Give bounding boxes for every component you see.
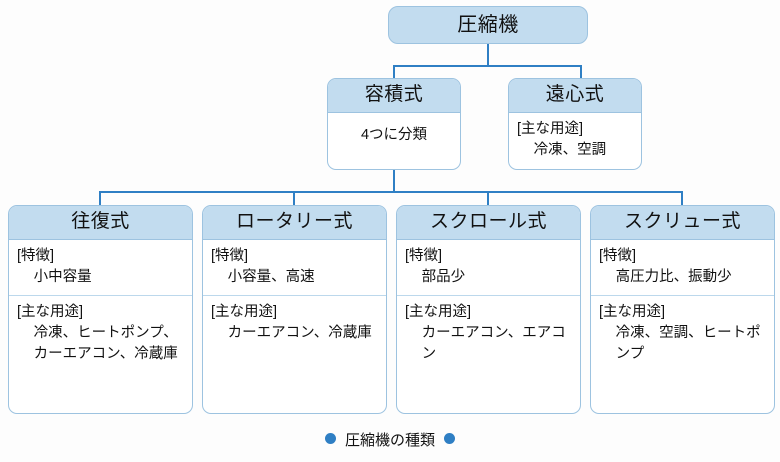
section-label: [主な用途] xyxy=(599,303,666,320)
node-title: ロータリー式 xyxy=(203,206,386,240)
node-screw[interactable]: スクリュー式 [特徴] 高圧力比、振動少 [主な用途] 冷凍、空調、ヒートポンプ xyxy=(590,205,775,414)
section-value: 小容量、高速 xyxy=(227,268,315,285)
section-value: カーエアコン、エアコン xyxy=(421,324,566,362)
section-label: [主な用途] xyxy=(405,303,472,320)
connector-level2-bus xyxy=(393,65,582,67)
caption-text: 圧縮機の種類 xyxy=(344,432,435,449)
node-centrifugal[interactable]: 遠心式 [主な用途] 冷凍、空調 xyxy=(508,78,642,170)
node-section-applications: [主な用途] カーエアコン、エアコン xyxy=(397,294,580,372)
node-section-features: [特徴] 小中容量 xyxy=(9,240,192,295)
node-title: スクロール式 xyxy=(397,206,580,240)
node-section-applications: [主な用途] 冷凍、ヒートポンプ、カーエアコン、冷蔵庫 xyxy=(9,294,192,372)
section-value: 部品少 xyxy=(421,268,466,285)
circle-bullet-icon-right xyxy=(444,433,455,444)
section-value: 冷凍、空調、ヒートポンプ xyxy=(615,324,761,362)
section-value: カーエアコン、冷蔵庫 xyxy=(227,324,372,341)
node-title: 往復式 xyxy=(9,206,192,240)
node-compressor-root[interactable]: 圧縮機 xyxy=(388,6,588,44)
section-label: [主な用途] xyxy=(517,120,584,137)
circle-bullet-icon-left xyxy=(324,433,336,444)
connector-drop-centrifugal xyxy=(580,65,582,79)
connector-drop-positive xyxy=(393,65,395,79)
node-reciprocating[interactable]: 往復式 [特徴] 小中容量 [主な用途] 冷凍、ヒートポンプ、カーエアコン、冷蔵… xyxy=(8,205,193,414)
node-section-features: [特徴] 部品少 xyxy=(397,240,580,295)
section-label: [主な用途] xyxy=(211,303,278,320)
section-value: 冷凍、ヒートポンプ、カーエアコン、冷蔵庫 xyxy=(33,324,178,362)
section-value: 小中容量 xyxy=(33,268,92,285)
connector-drop-rotary xyxy=(293,191,295,206)
connector-positive-stem xyxy=(393,170,395,192)
node-section-features: [特徴] 小容量、高速 xyxy=(203,240,386,295)
section-label: [特徴] xyxy=(405,247,443,264)
section-value: 4つに分類 xyxy=(360,126,428,143)
node-section-applications: [主な用途] 冷凍、空調、ヒートポンプ xyxy=(591,294,774,372)
node-rotary[interactable]: ロータリー式 [特徴] 小容量、高速 [主な用途] カーエアコン、冷蔵庫 xyxy=(202,205,387,414)
node-section-classification: 4つに分類 xyxy=(328,113,460,153)
connector-drop-recip xyxy=(99,191,101,206)
section-label: [特徴] xyxy=(599,247,637,264)
section-label: [特徴] xyxy=(17,247,55,264)
connector-level3-bus xyxy=(99,191,683,193)
connector-drop-scroll xyxy=(487,191,489,206)
connector-root-stem xyxy=(487,44,489,66)
node-section-applications: [主な用途] カーエアコン、冷蔵庫 xyxy=(203,294,386,351)
node-title: 圧縮機 xyxy=(457,14,519,36)
node-title: 容積式 xyxy=(328,79,460,113)
diagram-caption: 圧縮機の種類 xyxy=(0,429,780,450)
section-value: 冷凍、空調 xyxy=(533,141,607,158)
node-scroll[interactable]: スクロール式 [特徴] 部品少 [主な用途] カーエアコン、エアコン xyxy=(396,205,581,414)
section-label: [主な用途] xyxy=(17,303,84,320)
node-section-applications: [主な用途] 冷凍、空調 xyxy=(509,113,641,168)
section-value: 高圧力比、振動少 xyxy=(615,268,732,285)
node-title: スクリュー式 xyxy=(591,206,774,240)
node-title: 遠心式 xyxy=(509,79,641,113)
node-section-features: [特徴] 高圧力比、振動少 xyxy=(591,240,774,295)
connector-drop-screw xyxy=(681,191,683,206)
node-positive-displacement[interactable]: 容積式 4つに分類 xyxy=(327,78,461,170)
section-label: [特徴] xyxy=(211,247,249,264)
